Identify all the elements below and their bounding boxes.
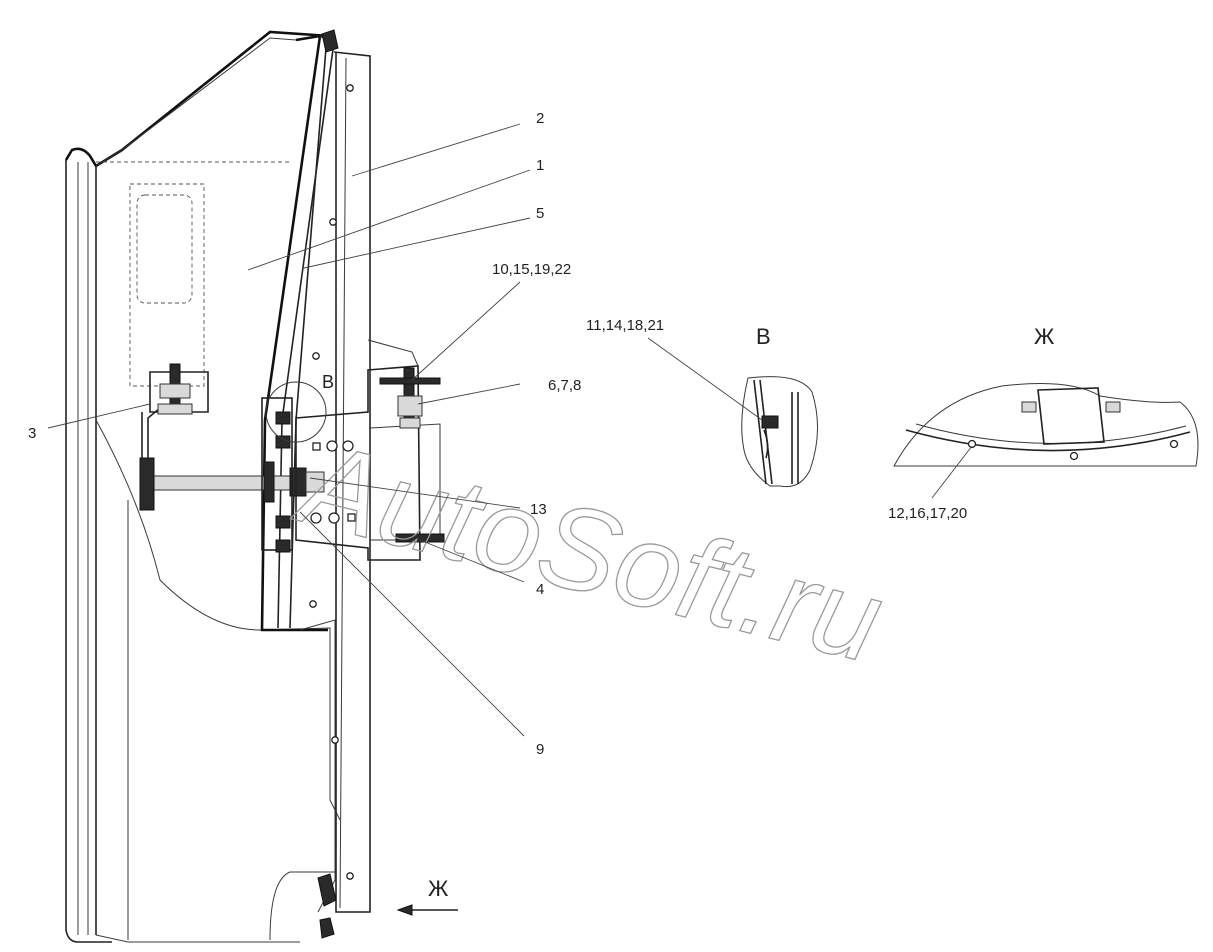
main-assembly xyxy=(64,29,445,943)
leader-3 xyxy=(47,403,151,429)
bracket-3-nut xyxy=(159,383,191,399)
callout-4: 4 xyxy=(536,581,544,598)
detail-b-panel xyxy=(791,392,799,484)
leader-9 xyxy=(299,511,525,737)
panel-hole xyxy=(309,600,317,608)
view-zh-screw xyxy=(1169,439,1179,449)
callout-2: 2 xyxy=(536,110,544,127)
view-zh-arrow-label: Ж xyxy=(428,876,449,901)
leader-10 xyxy=(411,281,521,381)
section-b-circle xyxy=(265,381,327,443)
detail-b xyxy=(741,376,819,488)
section-b-label: В xyxy=(322,372,334,392)
callout-9: 9 xyxy=(536,741,544,758)
rod-13-end xyxy=(305,471,325,493)
housing-4-flange xyxy=(367,339,419,367)
bottom-clamp-2 xyxy=(319,917,335,939)
housing-hole xyxy=(342,440,354,452)
leaders xyxy=(47,123,973,916)
panel-hole xyxy=(329,218,337,226)
cab-frame xyxy=(64,30,331,168)
housing-4-foot xyxy=(395,533,445,543)
detail-b-border xyxy=(741,376,819,488)
callout-6: 6,7,8 xyxy=(548,377,581,394)
plate-9-bolt xyxy=(275,539,291,553)
window-inner xyxy=(136,194,193,304)
leader-11 xyxy=(647,337,763,421)
rod-13-left-flange xyxy=(139,457,155,511)
leader-1 xyxy=(247,169,531,271)
upper-bolt-washer xyxy=(379,377,441,385)
leader-12 xyxy=(931,445,973,499)
bottom-clamp xyxy=(317,873,337,907)
housing-square-hole xyxy=(347,513,356,522)
housing-4 xyxy=(295,365,421,561)
panel-top xyxy=(95,37,297,167)
upper-bolt-lower xyxy=(399,417,421,429)
view-zh-title: Ж xyxy=(1034,324,1055,349)
bracket-3-base xyxy=(157,403,193,415)
callout-3: 3 xyxy=(28,425,36,442)
lower-panel xyxy=(95,419,341,821)
callout-12: 12,16,17,20 xyxy=(888,505,967,522)
rod-13-mid xyxy=(263,461,275,503)
watermark: AutoSoft.ru xyxy=(284,416,895,688)
leader-5 xyxy=(303,217,531,269)
top-clamp xyxy=(321,29,339,53)
callout-labels: 2 1 5 10,15,19,22 6,7,8 3 13 4 9 11,14,1… xyxy=(28,110,1055,901)
housing-hole xyxy=(326,440,338,452)
panel-2-outer xyxy=(333,51,371,913)
leader-2 xyxy=(351,123,521,177)
view-zh xyxy=(893,383,1199,467)
view-zh-screw xyxy=(967,439,977,449)
view-zh-bolt-right xyxy=(1105,401,1121,413)
window-outline xyxy=(129,183,205,387)
plate-9-bolt xyxy=(275,435,291,449)
leader-6 xyxy=(417,383,521,405)
leader-13 xyxy=(309,477,521,509)
panel-hole xyxy=(331,736,339,744)
view-zh-arrow-head xyxy=(396,904,413,916)
housing-hole xyxy=(328,512,340,524)
deflector-front-edge xyxy=(260,34,328,632)
detail-b-clip xyxy=(761,415,779,429)
rod-13 xyxy=(147,475,301,491)
cab-frame-inner xyxy=(65,160,112,943)
view-zh-border xyxy=(893,383,1199,467)
panel-hole xyxy=(312,352,320,360)
leader-4 xyxy=(419,539,525,583)
view-zh-bracket xyxy=(1037,387,1105,445)
view-zh-arc xyxy=(905,429,1191,452)
callout-10: 10,15,19,22 xyxy=(492,261,571,278)
view-zh-bolt-left xyxy=(1021,401,1037,413)
callout-13: 13 xyxy=(530,501,547,518)
detail-b-seal-2 xyxy=(759,379,773,485)
view-zh-arc-2 xyxy=(915,423,1187,444)
housing-hole xyxy=(310,512,322,524)
view-zh-screw xyxy=(1069,451,1079,461)
callout-5: 5 xyxy=(536,205,544,222)
cab-frame-line xyxy=(77,162,300,943)
callout-11: 11,14,18,21 xyxy=(586,317,664,334)
plate-9-bolt xyxy=(275,515,291,529)
plate-9-bolt xyxy=(275,411,291,425)
cutaway-bottom xyxy=(269,871,335,941)
housing-square-hole xyxy=(312,442,321,451)
panel-hole xyxy=(346,872,354,880)
callout-1: 1 xyxy=(536,157,544,174)
detail-b-seal xyxy=(753,379,767,485)
bracket-3 xyxy=(149,371,209,413)
panel-hole xyxy=(346,84,354,92)
upper-bolt-head xyxy=(397,395,423,417)
detail-b-spring xyxy=(763,429,769,459)
detail-b-title: В xyxy=(756,324,771,349)
